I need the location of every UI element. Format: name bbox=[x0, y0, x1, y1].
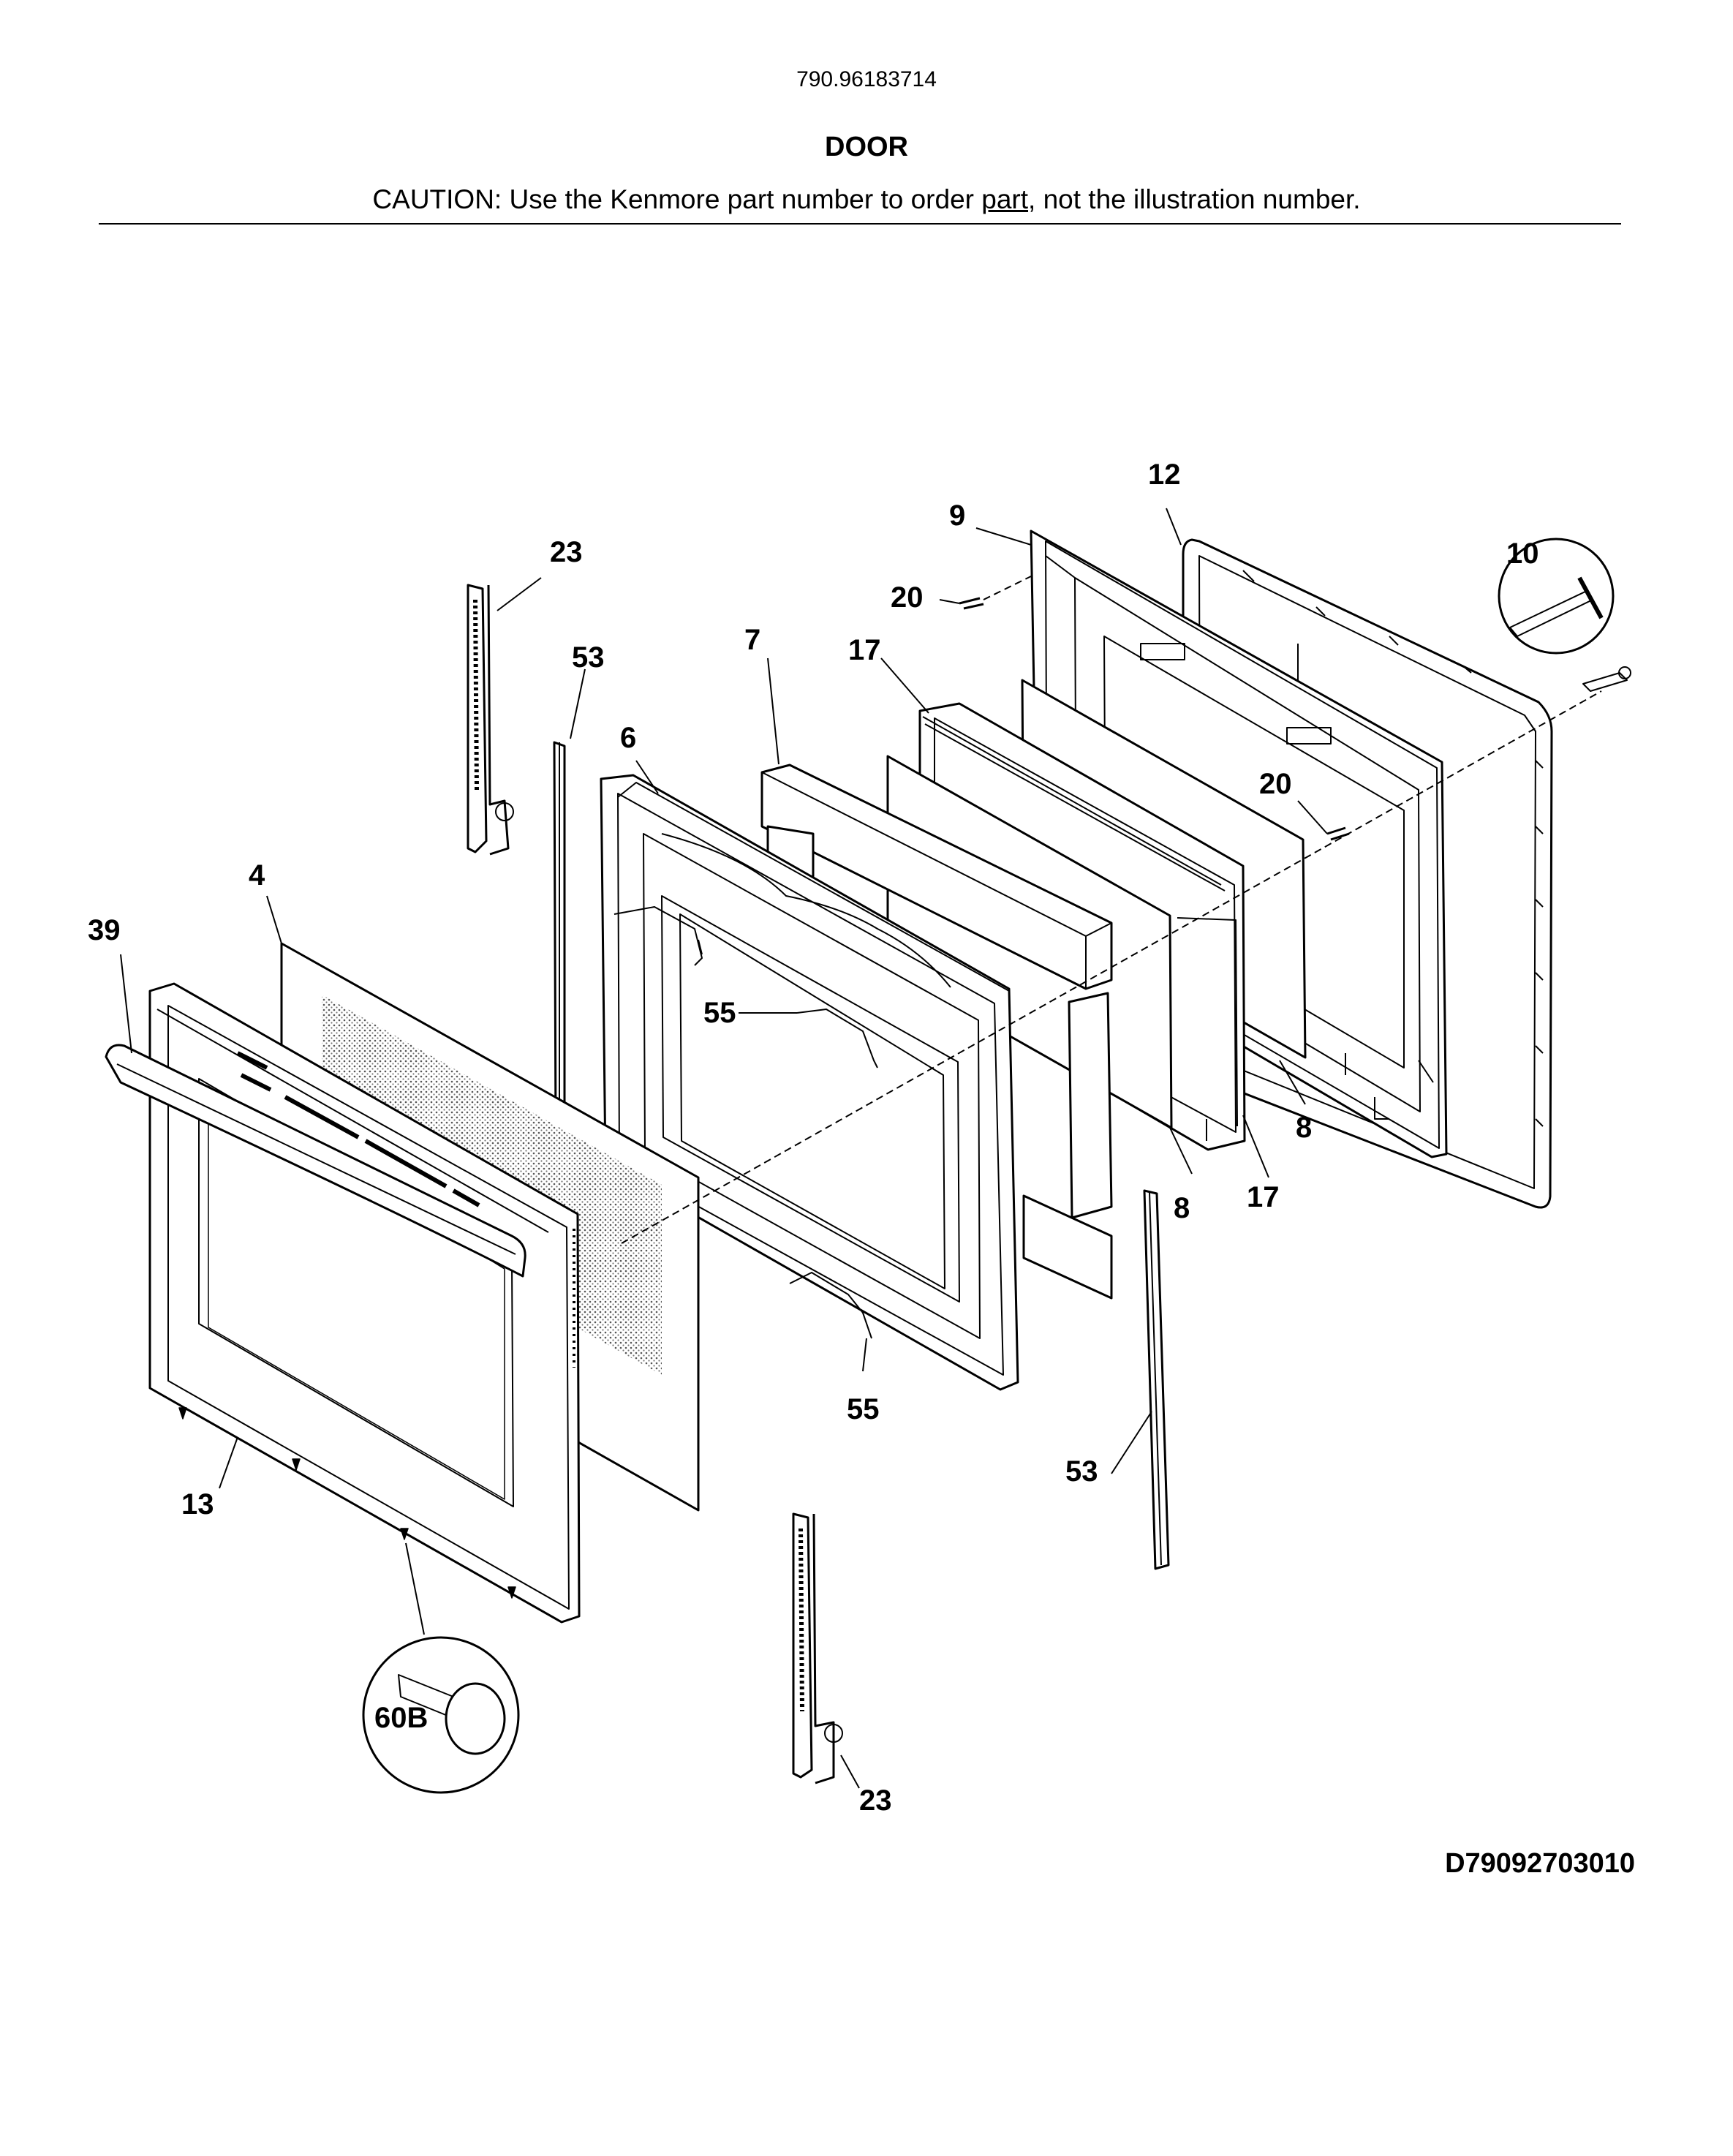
part-6-door-frame bbox=[600, 774, 1019, 1391]
callout-23-bottom: 23 bbox=[859, 1784, 892, 1817]
callout-7: 7 bbox=[744, 624, 760, 656]
callout-55-top: 55 bbox=[703, 997, 736, 1029]
callout-17-top: 17 bbox=[848, 634, 881, 666]
caution-prefix: CAUTION: Use the Kenmore part number to … bbox=[372, 184, 982, 214]
callout-8-bottom: 8 bbox=[1174, 1192, 1190, 1224]
part-10-detail-circle bbox=[1498, 538, 1615, 655]
alignment-lines bbox=[621, 576, 1602, 1244]
part-60b-screws bbox=[178, 1407, 516, 1599]
page-title: DOOR bbox=[825, 132, 908, 162]
part-55-hinge-receptacle-lower bbox=[789, 1272, 872, 1339]
caution-text: CAUTION: Use the Kenmore part number to … bbox=[0, 184, 1733, 215]
callout-13: 13 bbox=[181, 1488, 214, 1520]
callout-53-top: 53 bbox=[572, 641, 605, 674]
callout-4: 4 bbox=[249, 859, 265, 892]
part-23-hinge-lower bbox=[792, 1512, 843, 1784]
part-39-handle bbox=[105, 1044, 526, 1278]
callout-20-mid: 20 bbox=[1259, 768, 1292, 800]
callout-6: 6 bbox=[620, 722, 636, 754]
callout-39: 39 bbox=[88, 914, 121, 946]
part-23-hinge-upper bbox=[467, 584, 514, 856]
caution-part-link: part bbox=[981, 184, 1029, 214]
callout-60b: 60B bbox=[374, 1702, 428, 1734]
callout-53-bottom: 53 bbox=[1065, 1455, 1098, 1488]
callout-12: 12 bbox=[1148, 459, 1181, 491]
model-number: 790.96183714 bbox=[796, 67, 937, 91]
header-divider bbox=[99, 223, 1621, 225]
caution-suffix: , not the illustration number. bbox=[1028, 184, 1361, 214]
callout-17-bottom: 17 bbox=[1247, 1181, 1280, 1213]
callout-55-bottom: 55 bbox=[847, 1393, 880, 1425]
callout-8-right: 8 bbox=[1296, 1112, 1312, 1144]
callout-23-top: 23 bbox=[550, 536, 583, 568]
part-55-hinge-receptacle-upper bbox=[613, 906, 878, 1068]
part-10-screw bbox=[1582, 666, 1631, 692]
callout-9: 9 bbox=[949, 500, 965, 532]
part-20-screw-upper bbox=[959, 597, 984, 610]
callout-20-top: 20 bbox=[891, 581, 924, 614]
callout-10: 10 bbox=[1506, 538, 1539, 570]
part-60b-detail-circle bbox=[362, 1636, 520, 1794]
part-53-side-trim-right bbox=[1143, 1189, 1170, 1570]
leader-lines bbox=[120, 508, 1328, 1789]
part-53-side-trim-left bbox=[553, 741, 566, 1146]
diagram-code: D79092703010 bbox=[1445, 1848, 1635, 1879]
